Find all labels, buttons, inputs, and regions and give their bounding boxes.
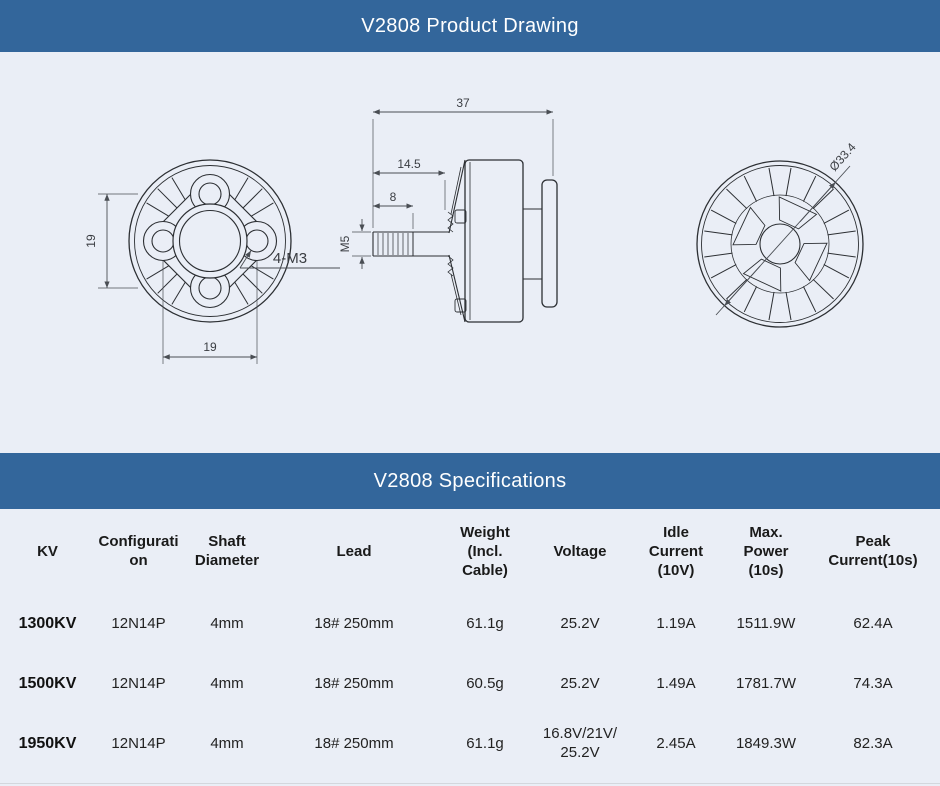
product-drawing-header: V2808 Product Drawing <box>0 0 940 52</box>
table-row: 1950KV 12N14P 4mm 18# 250mm 61.1g 16.8V/… <box>0 713 940 773</box>
cell-kv: 1500KV <box>18 674 77 692</box>
dim-thread-length: 8 <box>390 190 397 204</box>
col-header-max-power: Max. Power (10s) <box>743 523 789 579</box>
cell-idle-current: 1.49A <box>656 674 696 692</box>
cell-max-power: 1849.3W <box>735 734 797 752</box>
cell-idle-current: 1.19A <box>656 614 696 632</box>
cell-peak-current: 62.4A <box>853 614 893 632</box>
cell-voltage: 25.2V <box>560 614 600 632</box>
cell-peak-current: 74.3A <box>853 674 893 692</box>
cell-kv: 1300KV <box>18 614 77 632</box>
table-row: 1500KV 12N14P 4mm 18# 250mm 60.5g 25.2V … <box>0 653 940 713</box>
cell-idle-current: 2.45A <box>656 734 696 752</box>
cell-shaft-diameter: 4mm <box>210 614 244 632</box>
col-header-weight: Weight (Incl. Cable) <box>460 523 510 579</box>
side-view-drawing: 37 14.5 8 M5 <box>338 96 558 323</box>
col-header-voltage: Voltage <box>553 542 607 560</box>
col-header-peak-current: Peak Current(10s) <box>828 533 918 569</box>
table-row: 1300KV 12N14P 4mm 18# 250mm 61.1g 25.2V … <box>0 593 940 653</box>
cell-shaft-diameter: 4mm <box>210 734 244 752</box>
cell-max-power: 1781.7W <box>735 674 797 692</box>
cell-max-power: 1511.9W <box>736 614 796 632</box>
cell-lead: 18# 250mm <box>314 614 394 632</box>
dim-mount-holes: 4-M3 <box>273 250 307 267</box>
technical-drawings: 19 19 4-M3 <box>0 52 940 453</box>
front-view-drawing: 19 19 4-M3 <box>84 159 340 364</box>
dim-bell-diameter: Ø33.4 <box>826 140 858 174</box>
cell-voltage: 25.2V <box>560 674 600 692</box>
col-header-idle-current: Idle Current (10V) <box>648 523 704 579</box>
dim-total-length: 37 <box>456 96 470 110</box>
cell-configuration: 12N14P <box>111 674 166 692</box>
col-header-shaft-diameter: Shaft Diameter <box>194 533 260 569</box>
specifications-table: KV Configurati on Shaft Diameter Lead We… <box>0 509 940 773</box>
cell-lead: 18# 250mm <box>314 734 394 752</box>
specifications-title: V2808 Specifications <box>373 469 567 492</box>
col-header-lead: Lead <box>336 542 372 560</box>
cell-configuration: 12N14P <box>111 614 166 632</box>
cell-lead: 18# 250mm <box>314 674 394 692</box>
col-header-kv: KV <box>37 542 58 560</box>
page-bottom-divider <box>0 783 940 784</box>
cell-peak-current: 82.3A <box>853 734 893 752</box>
product-drawing-title: V2808 Product Drawing <box>361 14 579 37</box>
specifications-header: V2808 Specifications <box>0 453 940 509</box>
dim-hole-spacing-horizontal: 19 <box>203 340 217 354</box>
cell-voltage: 16.8V/21V/ 25.2V <box>542 725 618 761</box>
cell-shaft-diameter: 4mm <box>210 674 244 692</box>
drawings-canvas: 19 19 4-M3 <box>84 96 864 364</box>
cell-weight: 61.1g <box>466 614 504 632</box>
dim-shaft-thread: M5 <box>338 235 352 252</box>
cell-weight: 60.5g <box>466 674 504 692</box>
cell-kv: 1950KV <box>18 734 77 752</box>
col-header-configuration: Configurati on <box>98 533 179 569</box>
dim-hole-spacing-vertical: 19 <box>84 234 98 248</box>
cell-configuration: 12N14P <box>111 734 166 752</box>
rear-view-drawing: Ø33.4 <box>696 140 864 328</box>
cell-weight: 61.1g <box>466 734 504 752</box>
table-header-row: KV Configurati on Shaft Diameter Lead We… <box>0 509 940 593</box>
dim-shaft-length: 14.5 <box>397 157 421 171</box>
